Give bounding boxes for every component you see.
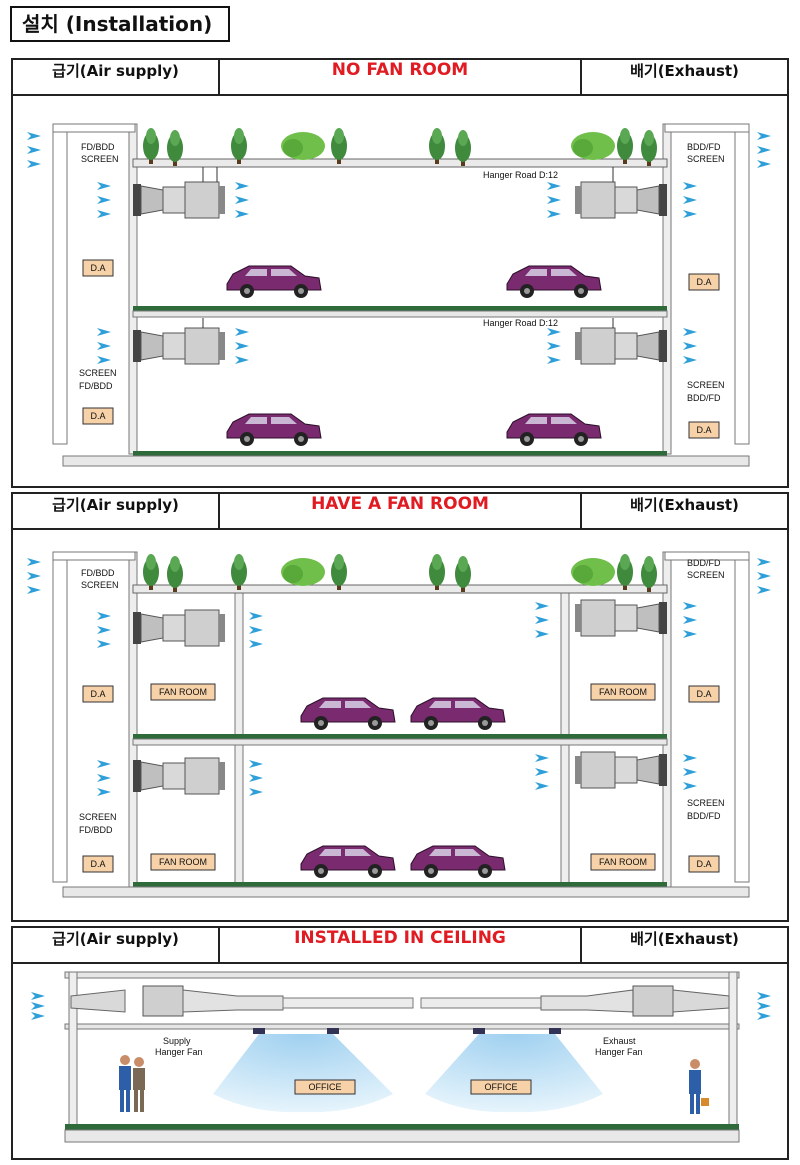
da-label: D.A (696, 859, 711, 869)
fd-bdd-label: FD/BDD (81, 568, 115, 578)
screen-label: SCREEN (687, 154, 725, 164)
office-label: OFFICE (309, 1082, 342, 1092)
panel-have-a-fan-room: 급기(Air supply) HAVE A FAN ROOM 배기(Exhaus… (11, 492, 789, 922)
screen-label: SCREEN (81, 154, 119, 164)
fan-room-label: FAN ROOM (159, 687, 207, 697)
bdd-fd-label: BDD/FD (687, 142, 721, 152)
screen-label: SCREEN (79, 368, 117, 378)
exhaust-header: 배기(Exhaust) (580, 928, 787, 962)
da-label: D.A (696, 277, 711, 287)
fd-bdd-label: FD/BDD (79, 825, 113, 835)
hanger-road-label: Hanger Road D:12 (483, 318, 558, 328)
panel-header: 급기(Air supply) INSTALLED IN CEILING 배기(E… (13, 928, 787, 964)
da-label: D.A (696, 689, 711, 699)
bdd-fd-label: BDD/FD (687, 811, 721, 821)
panel-installed-in-ceiling: 급기(Air supply) INSTALLED IN CEILING 배기(E… (11, 926, 789, 1160)
fan-room-diagram: D.A D.A D.A D.A FAN ROOM FAN ROOM FAN RO… (27, 551, 771, 898)
hanger-road-label: Hanger Road D:12 (483, 170, 558, 180)
ceiling-diagram: OFFICE OFFICE Supply Hanger Fan Exhaust … (31, 971, 771, 1143)
air-supply-header: 급기(Air supply) (13, 928, 220, 962)
screen-label: SCREEN (687, 380, 725, 390)
screen-label: SCREEN (79, 812, 117, 822)
exhaust-header: 배기(Exhaust) (580, 60, 787, 94)
da-label: D.A (696, 425, 711, 435)
da-label: D.A (90, 859, 105, 869)
panel-heading: HAVE A FAN ROOM (311, 494, 489, 514)
da-label: D.A (90, 263, 105, 273)
panel-no-fan-room: 급기(Air supply) NO FAN ROOM 배기(Exhaust) (11, 58, 789, 488)
bdd-fd-label: BDD/FD (687, 558, 721, 568)
office-label: OFFICE (485, 1082, 518, 1092)
fan-room-label: FAN ROOM (599, 687, 647, 697)
screen-label: SCREEN (81, 580, 119, 590)
no-fan-room-diagram: D.A D.A D.A D.A FD/BDD SCREEN BDD/FD SCR… (27, 123, 771, 467)
panel-heading: INSTALLED IN CEILING (294, 928, 506, 948)
screen-label: SCREEN (687, 570, 725, 580)
exhaust-header: 배기(Exhaust) (580, 494, 787, 528)
supply-fan-label: Hanger Fan (155, 1047, 203, 1057)
exhaust-fan-label: Hanger Fan (595, 1047, 643, 1057)
da-label: D.A (90, 689, 105, 699)
air-supply-header: 급기(Air supply) (13, 60, 220, 94)
screen-label: SCREEN (687, 798, 725, 808)
fan-room-label: FAN ROOM (599, 857, 647, 867)
panel-header: 급기(Air supply) NO FAN ROOM 배기(Exhaust) (13, 60, 787, 96)
page-title: 설치 (Installation) (10, 6, 230, 42)
panel-heading: NO FAN ROOM (331, 60, 469, 80)
fan-room-label: FAN ROOM (159, 857, 207, 867)
exhaust-fan-label: Exhaust (603, 1036, 636, 1046)
air-supply-header: 급기(Air supply) (13, 494, 220, 528)
fd-bdd-label: FD/BDD (79, 381, 113, 391)
fd-bdd-label: FD/BDD (81, 142, 115, 152)
panel-header: 급기(Air supply) HAVE A FAN ROOM 배기(Exhaus… (13, 494, 787, 530)
da-label: D.A (90, 411, 105, 421)
bdd-fd-label: BDD/FD (687, 393, 721, 403)
supply-fan-label: Supply (163, 1036, 191, 1046)
